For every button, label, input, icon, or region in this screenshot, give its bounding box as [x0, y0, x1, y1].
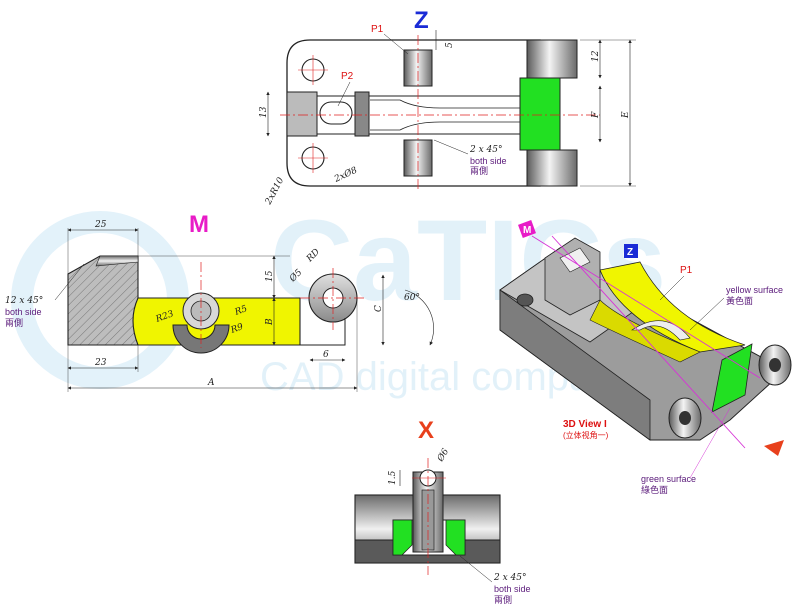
chamfer-x: 2 x 45° [493, 573, 526, 583]
view-z-label: Z [414, 7, 429, 34]
view-3d-label: 3D View I [563, 419, 607, 430]
view-m-label: M [189, 211, 209, 238]
dim-23: 23 [94, 358, 107, 368]
dim-b: B [265, 318, 275, 326]
dia-6: Ø6 [435, 446, 452, 464]
iso-marker-z: Z [627, 247, 633, 258]
label-p1-3d: P1 [680, 265, 693, 276]
view-x-label: X [418, 417, 434, 444]
both-side-m: both side [5, 307, 42, 317]
dim-12: 12 [591, 50, 601, 62]
chamfer-m: 12 x 45° [5, 296, 43, 306]
both-side-x-cn: 兩側 [494, 594, 512, 605]
chamfer-z: 2 x 45° [469, 145, 502, 155]
yellow-surface-label: yellow surface [726, 285, 783, 295]
dim-e: E [621, 111, 631, 119]
both-side-z: both side [470, 156, 507, 166]
both-side-m-cn: 兩側 [5, 317, 23, 328]
view-3d: M Z P1 yellow surface 黃色面 3D View I (立体视… [499, 220, 792, 495]
view-z: Z 12 F E [259, 7, 636, 207]
label-p1: P1 [371, 24, 384, 35]
view-x: X Ø6 1.5 2 x 45° both side 兩側 [354, 417, 531, 605]
green-surface-label: green surface [641, 474, 696, 484]
label-p2: P2 [341, 71, 354, 82]
dim-25: 25 [94, 220, 107, 230]
dim-f: F [591, 111, 601, 119]
radius-9: R9 [229, 322, 245, 336]
yellow-surface-label-cn: 黃色面 [726, 295, 753, 306]
both-side-x: both side [494, 584, 531, 594]
radius-5: R5 [233, 304, 249, 318]
dim-6: 6 [323, 350, 329, 360]
angle-60: 60° [404, 293, 420, 303]
view-m: M 25 15 B 23 A C [5, 211, 434, 392]
dim-c: C [374, 305, 384, 312]
both-side-z-cn: 兩側 [470, 165, 488, 176]
iso-marker-m: M [523, 225, 531, 236]
dim-15: 15 [265, 270, 275, 282]
green-surface-label-cn: 綠色面 [641, 484, 668, 495]
dim-a: A [207, 378, 215, 388]
dim-1-5: 1.5 [388, 470, 398, 485]
dim-13: 13 [259, 106, 269, 118]
dim-5: 5 [445, 42, 455, 48]
view-3d-label-cn: (立体视角一) [563, 430, 609, 440]
